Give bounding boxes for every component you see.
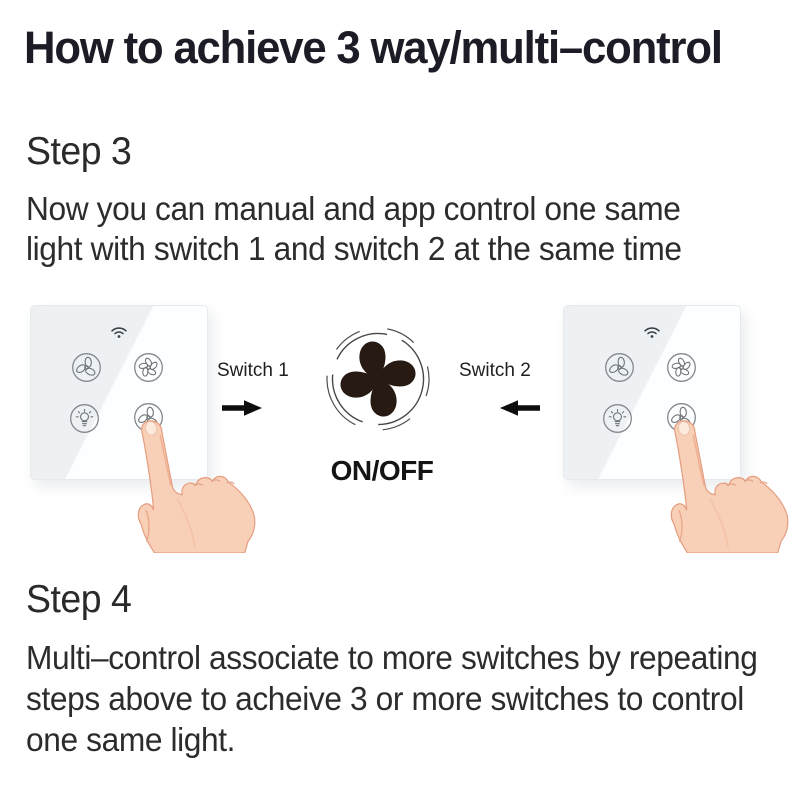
fan-speed-button-icon [133, 352, 164, 383]
switch2-label: Switch 2 [459, 360, 531, 381]
fan-speed-button-icon [666, 352, 697, 383]
wifi-icon [644, 326, 661, 339]
step4-line-2: steps above to acheive 3 or more switche… [26, 680, 744, 717]
switch-panel-2 [563, 305, 741, 480]
step3-line-2: light with switch 1 and switch 2 at the … [26, 230, 682, 267]
step3-line-1: Now you can manual and app control one s… [26, 190, 681, 227]
light-bulb-button-icon [602, 403, 633, 434]
wifi-icon [111, 326, 128, 339]
step3-heading: Step 3 [26, 130, 132, 173]
arrow-left-icon [500, 400, 540, 416]
ceiling-fan-icon [325, 326, 431, 432]
switch-panel-1 [30, 305, 208, 480]
step4-description: Multi–control associate to more switches… [26, 637, 758, 760]
step4-heading: Step 4 [26, 578, 132, 621]
onoff-label: ON/OFF [330, 455, 434, 486]
pointing-hand-illustration [648, 420, 798, 553]
step4-line-1: Multi–control associate to more switches… [26, 639, 758, 676]
fan-button-icon [71, 352, 102, 383]
switch1-label: Switch 1 [217, 360, 289, 381]
fan-button-icon [604, 352, 635, 383]
arrow-right-icon [222, 400, 262, 416]
step4-line-3: one same light. [26, 721, 236, 758]
step3-description: Now you can manual and app control one s… [26, 189, 682, 269]
page-title: How to achieve 3 way/multi–control [24, 22, 723, 73]
light-bulb-button-icon [69, 403, 100, 434]
pointing-hand-illustration [115, 420, 265, 553]
